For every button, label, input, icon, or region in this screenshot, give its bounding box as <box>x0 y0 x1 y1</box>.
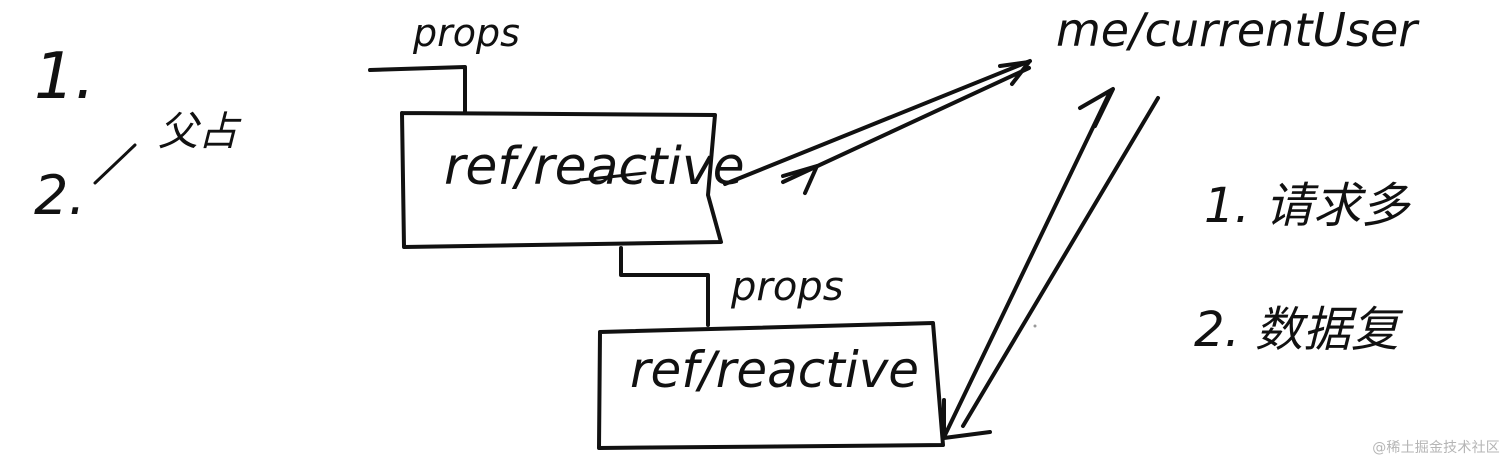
box-top <box>400 111 723 249</box>
watermark: @稀土掘金技术社区 <box>1372 440 1500 456</box>
store-top-arrow-line-a <box>723 59 1032 186</box>
store-side-arrowhead-bottom <box>942 398 992 440</box>
small-dot-mark <box>1033 324 1037 328</box>
box-top-underline <box>578 171 647 182</box>
store-top-arrow-line-b <box>781 66 1031 184</box>
left-note: 父占 <box>158 109 242 155</box>
left-list-2: 2. <box>34 164 86 227</box>
props-top-connector <box>368 65 467 115</box>
store-title: me/currentUser <box>1056 3 1420 57</box>
props-middle-label: props <box>730 264 844 310</box>
store-side-arrow-line-b <box>961 96 1160 428</box>
store-top-arrowhead-right <box>998 60 1031 86</box>
left-slash-stroke <box>93 143 137 185</box>
store-side-arrowhead-top <box>1078 87 1115 128</box>
props-top-label: props <box>412 11 520 55</box>
box-top-label: ref/reactive <box>444 137 745 197</box>
right-list-2: 2. 数据复 <box>1194 302 1404 358</box>
props-middle-connector <box>619 246 710 327</box>
store-side-arrow-line-a <box>943 90 1112 437</box>
left-list-1: 1. <box>34 40 95 114</box>
store-top-arrowhead-left <box>781 164 819 195</box>
box-bottom <box>597 321 945 450</box>
box-bottom-label: ref/reactive <box>630 341 919 399</box>
right-list-1: 1. 请求多 <box>1204 178 1411 234</box>
